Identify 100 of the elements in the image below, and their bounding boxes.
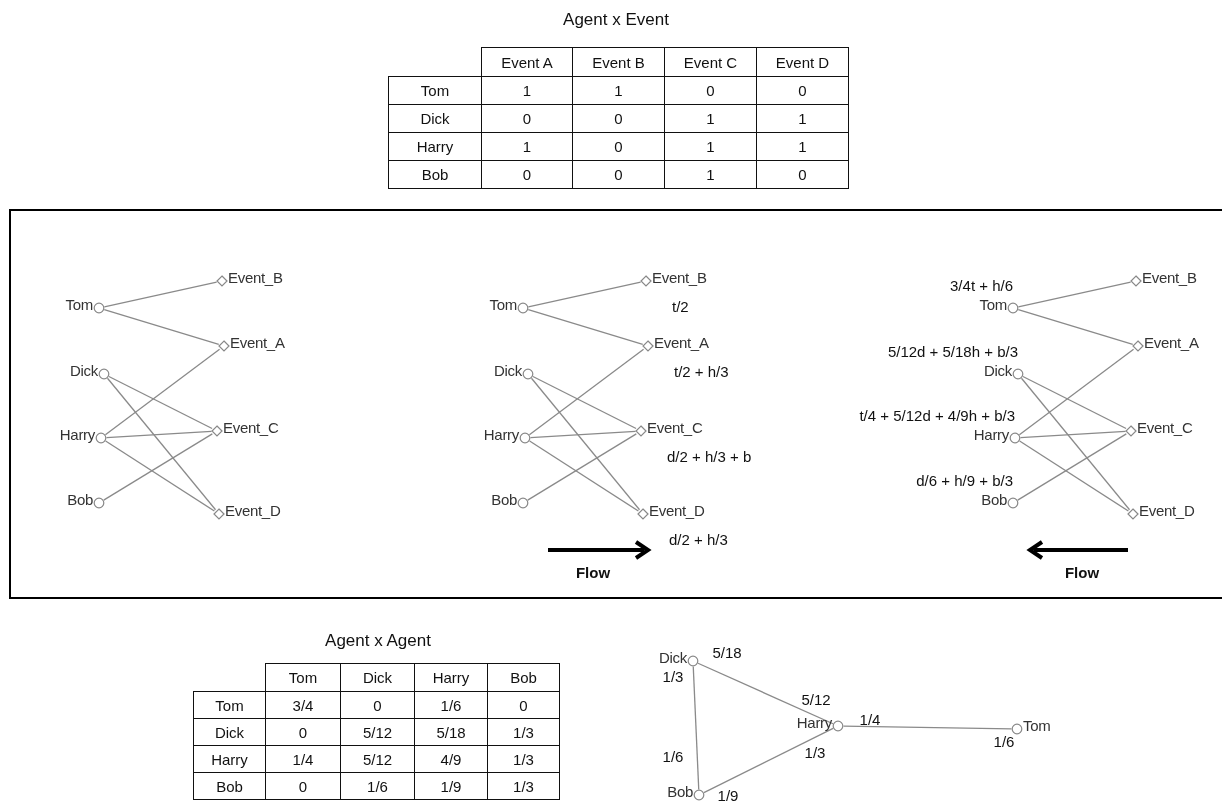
connector-line [108,375,213,430]
node-label: Tom [1023,716,1051,734]
connector-line [104,440,216,512]
connector-line [1018,440,1130,512]
row-header: Dick [193,718,266,746]
flow-label: Flow [575,564,611,581]
weight-label: 1/3 [804,743,826,761]
connector-line [103,433,213,501]
connector-line [529,430,637,439]
node-label: Harry [483,425,519,443]
node-label: Bob [491,490,517,508]
formula-label: d/2 + h/3 + b [667,447,752,465]
table-cell: 1 [572,76,665,105]
node-label: Bob [67,490,93,508]
table-title: Agent x Agent [325,631,431,651]
weight-label: 1/6 [662,747,684,765]
table-cell: 1/3 [487,718,560,746]
table-cell: 1 [664,104,757,133]
connector-line [103,281,218,308]
formula-label: 3/4t + h/6 [950,276,1013,294]
table-cell: 5/18 [414,718,488,746]
column-header: Bob [487,663,560,692]
table-cell: 4/9 [414,745,488,773]
table-cell: 0 [265,772,341,800]
connector-line [103,308,220,346]
row-header: Bob [388,160,482,189]
node-label: Tom [65,295,93,313]
connector-line [1017,433,1127,501]
connector-line [692,665,700,791]
table-cell: 1 [664,160,757,189]
node-label: Bob [981,490,1007,508]
node-label: Event_D [225,501,281,519]
column-header: Dick [340,663,415,692]
table-cell: 0 [487,691,560,719]
node-label: Dick [659,648,687,666]
connector-line [703,727,834,794]
weight-label: 1/3 [662,667,684,685]
node-label: Event_B [1142,268,1197,286]
column-header: Event B [572,47,665,77]
table-cell: 1/3 [487,772,560,800]
connector-line [1020,377,1131,511]
node-label: Dick [70,361,98,379]
table-cell: 0 [572,132,665,161]
table-cell: 0 [572,160,665,189]
table-cell: 1/3 [487,745,560,773]
connector-line [1022,375,1127,430]
connector-line [1019,430,1127,439]
column-header: Event A [481,47,573,77]
formula-label: t/4 + 5/12d + 4/9h + b/3 [859,406,1015,424]
connector-line [1018,348,1135,436]
connector-line [105,430,213,439]
column-header: Event C [664,47,757,77]
connector-line [528,440,640,512]
table-cell: 1 [664,132,757,161]
node-label: Event_B [652,268,707,286]
formula-label: t/2 + h/3 [674,362,729,380]
column-header: Event D [756,47,849,77]
weight-label: 5/18 [712,643,742,661]
table-cell: 1 [481,132,573,161]
table-cell: 0 [481,160,573,189]
node-label: Harry [796,713,832,731]
row-header: Dick [388,104,482,133]
node-label: Tom [489,295,517,313]
connector-line [106,377,217,511]
weight-label: 1/6 [993,732,1015,750]
connector-line [842,725,1013,730]
formula-label: 5/12d + 5/18h + b/3 [887,342,1018,360]
table-cell: 1 [756,132,849,161]
table-cell: 5/12 [340,718,415,746]
table-cell: 0 [481,104,573,133]
formula-label: t/2 [672,297,690,315]
connector-line [527,308,644,346]
connector-line [528,348,645,436]
weight-label: 1/4 [859,710,881,728]
connector-line [532,375,637,430]
table-cell: 1 [756,104,849,133]
node-label: Bob [667,782,693,800]
node-label: Harry [973,425,1009,443]
table-cell: 5/12 [340,745,415,773]
formula-label: d/6 + h/9 + b/3 [916,471,1013,489]
node-label: Harry [59,425,95,443]
node-label: Dick [494,361,522,379]
table-cell: 0 [340,691,415,719]
formula-label: d/2 + h/3 [669,530,728,548]
table-cell: 1/4 [265,745,341,773]
row-header: Bob [193,772,266,800]
connector-line [1017,281,1132,308]
column-header: Tom [265,663,341,692]
node-label: Event_A [230,333,285,351]
connector-line [697,662,834,725]
node-label: Event_A [1144,333,1199,351]
table-cell: 1/9 [414,772,488,800]
flow-label: Flow [1064,564,1100,581]
row-header: Harry [193,745,266,773]
table-cell: 0 [756,76,849,105]
table-cell: 1 [481,76,573,105]
weight-label: 1/9 [717,786,739,804]
node-label: Event_C [647,418,703,436]
connector-line [1017,308,1134,346]
table-cell: 0 [756,160,849,189]
